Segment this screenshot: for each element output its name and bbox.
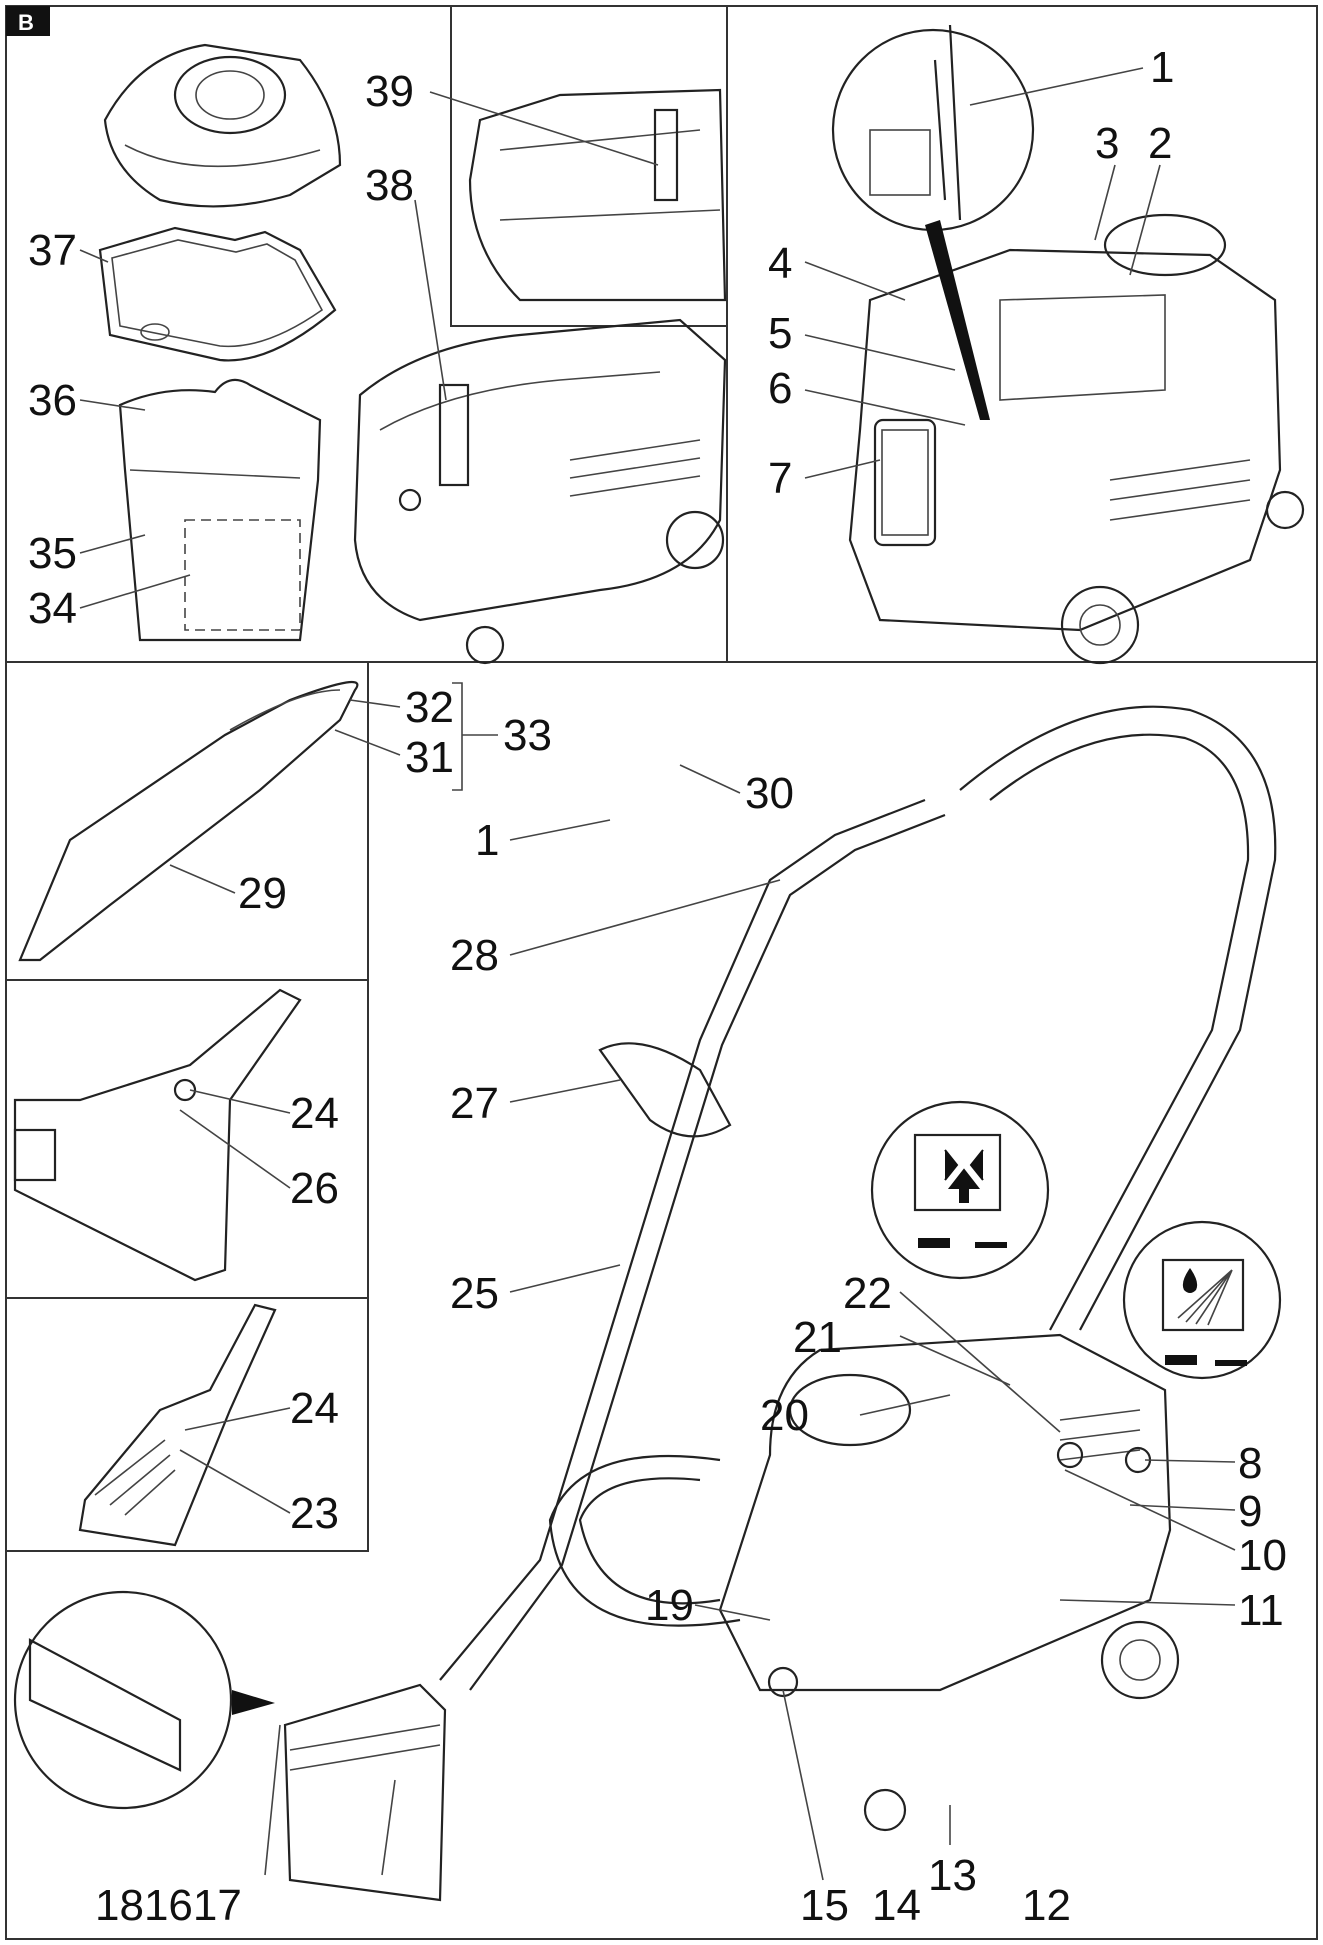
- callout-25: 25: [450, 1269, 499, 1318]
- callout-5: 5: [768, 309, 792, 358]
- spray-symbol-icon: [1177, 1269, 1233, 1326]
- callout-33: 33: [503, 711, 552, 760]
- water-drop-icon: [1182, 1268, 1198, 1293]
- callout-22: 22: [843, 1269, 892, 1318]
- magnifier-circle-drawing: [831, 24, 1035, 420]
- machine-top-right-drawing: [848, 213, 1305, 665]
- callout-8: 8: [1238, 1439, 1262, 1488]
- callout-19: 19: [645, 1581, 694, 1630]
- callout-36: 36: [28, 376, 77, 425]
- floor-nozzle-detail-drawing: [13, 988, 302, 1282]
- spray-symbol-callout: [1122, 1220, 1282, 1380]
- callout-27: 27: [450, 1079, 499, 1128]
- callout-38: 38: [365, 161, 414, 210]
- suction-symbol-icon: [944, 1149, 984, 1203]
- inset-panel-left-1: [5, 661, 369, 981]
- leader-lines: [79, 67, 1236, 1881]
- callout-31: 31: [405, 733, 454, 782]
- callout-35: 35: [28, 529, 77, 578]
- callout-3: 3: [1095, 119, 1119, 168]
- callout-13: 13: [928, 1851, 977, 1900]
- callout-28: 28: [450, 931, 499, 980]
- callout-24-upper: 24: [290, 1089, 339, 1138]
- callout-37: 37: [28, 226, 77, 275]
- callout-34: 34: [28, 584, 77, 633]
- bottom-magnifier-drawing: [13, 1590, 275, 1810]
- callout-32: 32: [405, 683, 454, 732]
- tank-drawing: [118, 378, 322, 642]
- callout-4: 4: [768, 239, 792, 288]
- callout-23: 23: [290, 1489, 339, 1538]
- open-machine-drawing: [353, 318, 727, 665]
- callout-11: 11: [1238, 1586, 1284, 1635]
- handle-detail-drawing: [18, 680, 359, 962]
- callout-21: 21: [793, 1313, 842, 1362]
- callout-29: 29: [238, 869, 287, 918]
- callout-20: 20: [760, 1391, 809, 1440]
- callout-labels: 39 38 37 36 35 34 1 3 2 4 5 6 7 32 31 33…: [28, 43, 1287, 1930]
- inset-panel-39: [450, 5, 728, 327]
- inset-panel-left-2: [5, 979, 369, 1299]
- callout-2: 2: [1148, 119, 1172, 168]
- callout-6: 6: [768, 364, 792, 413]
- callout-24-lower: 24: [290, 1384, 339, 1433]
- inset-panel-left-3: [5, 1297, 369, 1552]
- filter-frame-drawing: [98, 226, 337, 362]
- callout-26: 26: [290, 1164, 339, 1213]
- suction-symbol-callout: [870, 1100, 1050, 1280]
- callout-1-top: 1: [1150, 43, 1174, 92]
- main-machine-drawing: [548, 1333, 1180, 1832]
- callout-181617: 181617: [95, 1881, 242, 1930]
- upholstery-nozzle-detail-drawing: [78, 1303, 277, 1547]
- callout-9: 9: [1238, 1487, 1262, 1536]
- callout-7: 7: [768, 454, 792, 503]
- callout-15: 15: [800, 1881, 849, 1930]
- bracket-33: [452, 682, 498, 791]
- badge-label: B: [18, 10, 34, 35]
- callout-1-bottom: 1: [475, 816, 499, 865]
- callout-10: 10: [1238, 1531, 1287, 1580]
- hose-and-wand-drawing: [283, 705, 1277, 1902]
- lid-drawing: [103, 43, 342, 208]
- callout-12: 12: [1022, 1881, 1071, 1930]
- callout-39: 39: [365, 67, 414, 116]
- inset-machine-drawing: [468, 88, 727, 302]
- callout-30: 30: [745, 769, 794, 818]
- badge-box: [6, 6, 50, 36]
- callout-14: 14: [872, 1881, 921, 1930]
